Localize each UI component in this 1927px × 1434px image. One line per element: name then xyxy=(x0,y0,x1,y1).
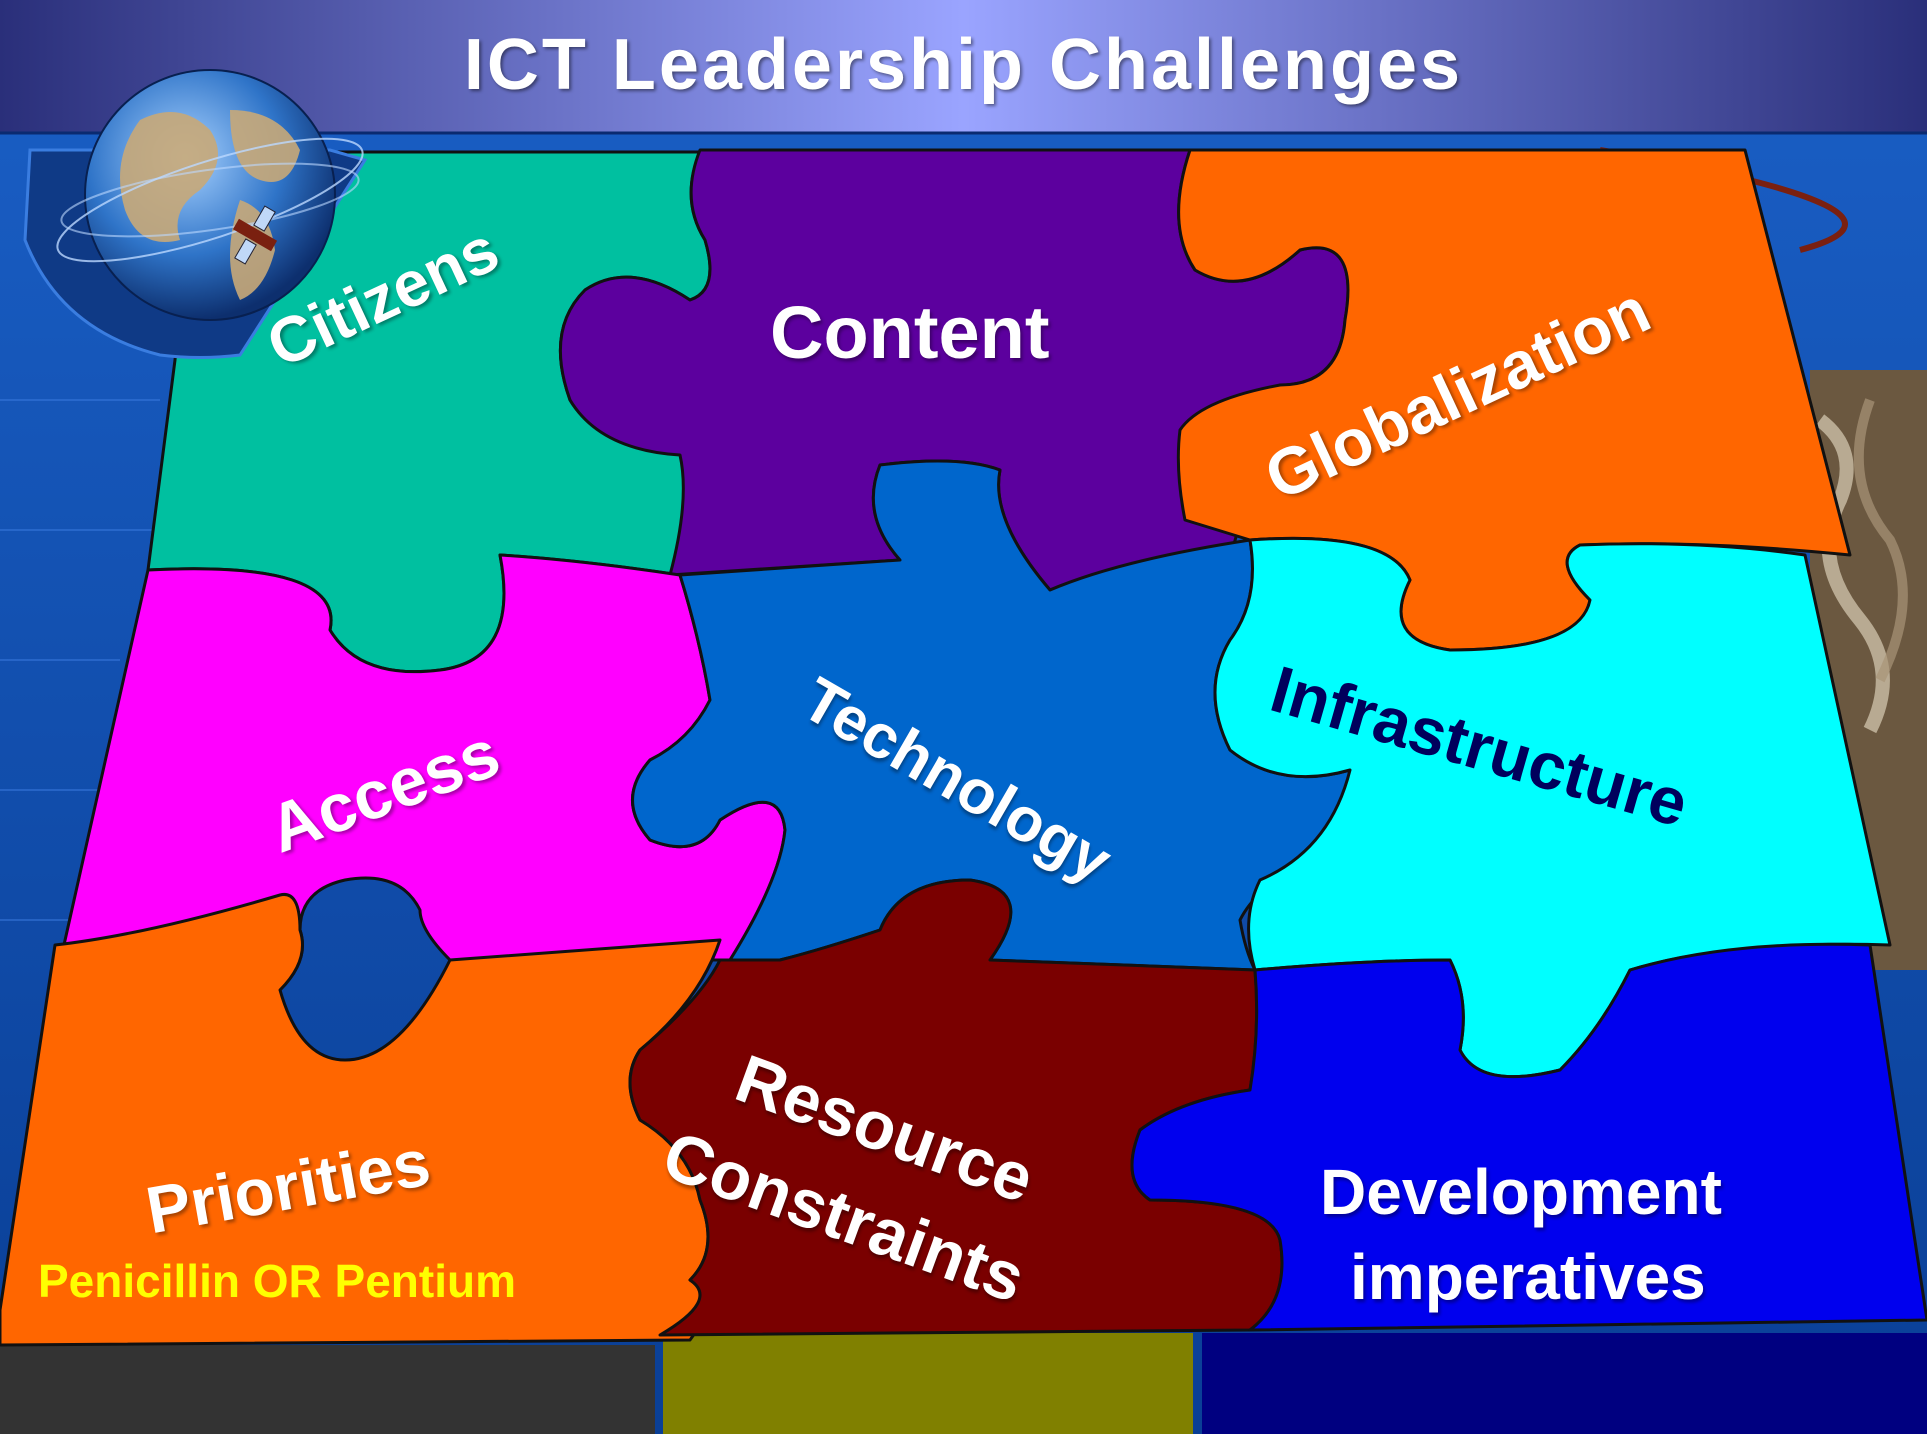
label-development: Development xyxy=(1320,1156,1722,1228)
footer-block-middle xyxy=(663,1333,1193,1434)
footer-block-right xyxy=(1202,1333,1927,1434)
page-title: ICT Leadership Challenges xyxy=(463,25,1464,105)
title-bar xyxy=(0,0,1927,132)
puzzle-piece-technology xyxy=(631,459,1373,972)
label-priorities-sub: Penicillin OR Pentium xyxy=(38,1255,516,1307)
grid-lines xyxy=(0,399,160,921)
globe-with-satellite-icon xyxy=(23,69,368,359)
label-content: Content xyxy=(770,291,1050,374)
footer-block-left xyxy=(0,1345,655,1434)
puzzle-piece-development-imperatives xyxy=(1130,942,1927,1332)
label-imperatives: imperatives xyxy=(1350,1241,1706,1313)
